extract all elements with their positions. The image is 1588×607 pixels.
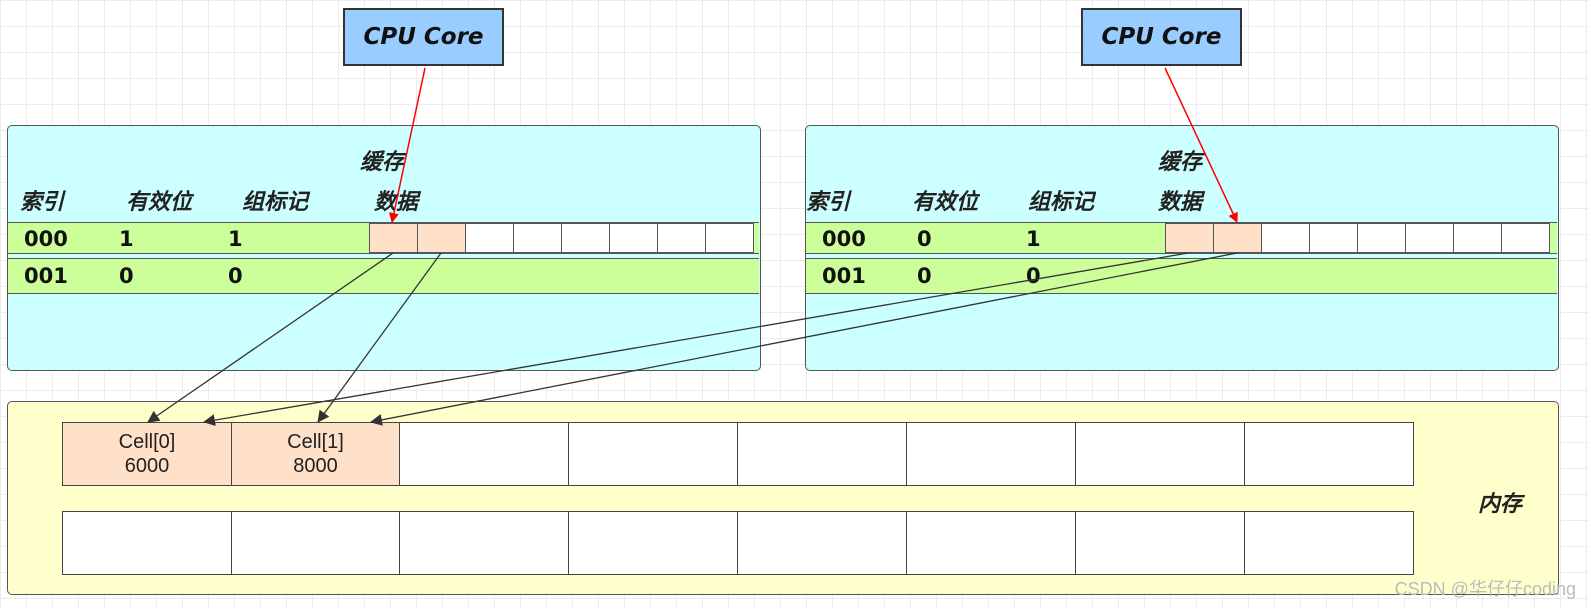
memory-cell-0-name: Cell[0] — [118, 431, 176, 453]
cache-left-row-001-tag: 0 — [228, 264, 243, 288]
memory-cell-empty — [1075, 511, 1245, 575]
cache-left-line-slot — [705, 223, 754, 253]
memory-cell-empty — [1244, 422, 1414, 486]
cache-right: 缓存 索引 有效位 组标记 数据 000 0 1 001 0 0 — [805, 125, 1559, 371]
cache-left-line-slot — [417, 223, 466, 253]
memory-cell-empty — [1075, 422, 1245, 486]
cache-right-line-slot — [1261, 223, 1310, 253]
cache-left-header-index: 索引 — [20, 190, 65, 215]
memory-cell-empty — [568, 422, 738, 486]
cache-right-row-001-index: 001 — [822, 264, 866, 288]
cpu-core-left-label: CPU Core — [363, 24, 484, 50]
cache-left-line-slot — [657, 223, 706, 253]
cache-right-line-slot — [1213, 223, 1262, 253]
cache-left-line-slot — [561, 223, 610, 253]
cache-left-header-tag: 组标记 — [242, 190, 309, 215]
memory-cell-empty — [1244, 511, 1414, 575]
cache-right-row-000-valid: 0 — [917, 227, 932, 251]
cpu-core-right-label: CPU Core — [1101, 24, 1222, 50]
memory-cell-empty — [399, 422, 569, 486]
cache-left-row-000-tag: 1 — [228, 227, 243, 251]
cache-right-line-slot — [1501, 223, 1550, 253]
memory-cell-empty — [906, 422, 1076, 486]
cache-right-line-slot — [1453, 223, 1502, 253]
cache-right-header-valid: 有效位 — [912, 190, 979, 215]
memory-cell-empty — [399, 511, 569, 575]
cache-right-line-slot — [1357, 223, 1406, 253]
memory-cell-empty — [62, 511, 232, 575]
memory-cell-1: Cell[1] 8000 — [231, 422, 400, 486]
memory-label: 内存 — [1478, 492, 1523, 517]
cache-left-line-slot — [609, 223, 658, 253]
cache-left-line-slot — [369, 223, 418, 253]
cache-left-header-valid: 有效位 — [126, 190, 193, 215]
cache-left-row-001-index: 001 — [24, 264, 68, 288]
cpu-core-left: CPU Core — [343, 8, 504, 66]
cache-left-row-000-index: 000 — [24, 227, 68, 251]
cache-right-header-tag: 组标记 — [1028, 190, 1095, 215]
cache-right-row-000-index: 000 — [822, 227, 866, 251]
cache-right-line-slot — [1405, 223, 1454, 253]
cache-left-row-001-valid: 0 — [119, 264, 134, 288]
cache-right-row-001-valid: 0 — [917, 264, 932, 288]
memory-cell-1-name: Cell[1] — [287, 431, 344, 453]
cache-left-header-data: 数据 — [374, 190, 419, 215]
cache-right-line-slot — [1309, 223, 1358, 253]
cache-left-row-000-valid: 1 — [119, 227, 134, 251]
cache-left-title: 缓存 — [360, 150, 405, 175]
memory-cell-empty — [737, 511, 907, 575]
cache-right-header-data: 数据 — [1158, 190, 1203, 215]
cache-right-row-000-tag: 1 — [1026, 227, 1041, 251]
cache-left-line-slot — [513, 223, 562, 253]
cache-right-row-001-tag: 0 — [1026, 264, 1041, 288]
memory-cell-1-value: 8000 — [293, 455, 338, 477]
csdn-watermark: CSDN @华仔仔coding — [1394, 579, 1576, 599]
memory-cell-0: Cell[0] 6000 — [62, 422, 232, 486]
cache-right-line-slot — [1165, 223, 1214, 253]
memory-cell-empty — [568, 511, 738, 575]
cache-right-title: 缓存 — [1158, 150, 1203, 175]
memory-cell-empty — [906, 511, 1076, 575]
cache-right-header-index: 索引 — [806, 190, 851, 215]
cache-left-line-slot — [465, 223, 514, 253]
memory-cell-0-value: 6000 — [124, 455, 170, 477]
cpu-core-right: CPU Core — [1081, 8, 1242, 66]
memory-cell-empty — [231, 511, 400, 575]
cache-left: 缓存 索引 有效位 组标记 数据 000 1 1 001 0 0 — [7, 125, 761, 371]
memory-cell-empty — [737, 422, 907, 486]
